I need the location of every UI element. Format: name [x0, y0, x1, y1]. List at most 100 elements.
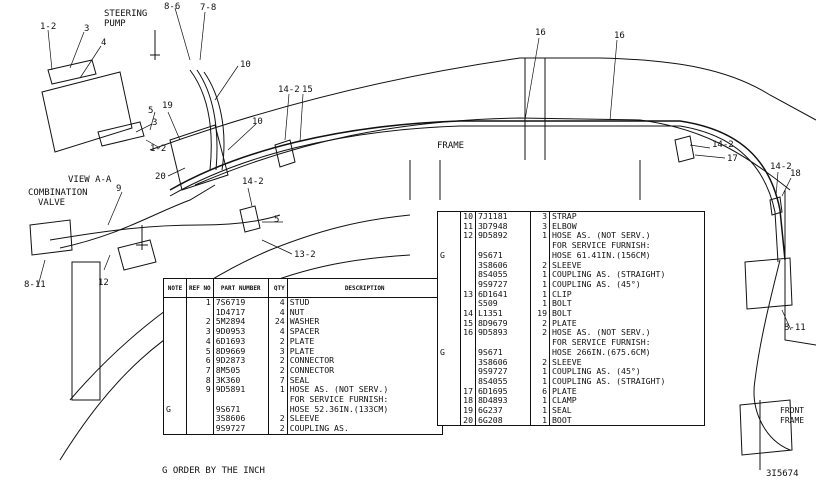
frame-outline-lower	[69, 214, 411, 401]
frame-right-edge	[759, 190, 816, 470]
leader-lines	[37, 7, 792, 331]
qty-cell: 1	[530, 405, 550, 416]
qty-cell: 1	[530, 415, 550, 426]
ref-cell	[460, 299, 476, 310]
qty-cell: 1	[530, 376, 550, 387]
ref-cell: 6	[186, 356, 214, 366]
order-footnote: G ORDER BY THE INCH	[162, 466, 265, 476]
callout: 8-6	[164, 2, 181, 12]
right-valve	[744, 257, 793, 310]
desc-cell: STUD	[289, 297, 310, 307]
note-cell	[164, 317, 187, 328]
qty-cell: 4	[268, 297, 288, 308]
qty-cell: 1	[530, 279, 550, 290]
part-cell: 1D4717	[213, 307, 269, 318]
desc-cell: COUPLING AS. (STRAIGHT)	[552, 269, 666, 280]
parts-table-left: NOTE REF NO PART NUMBER QTY DESCRIPTION …	[163, 278, 443, 435]
part-cell: 8D9669	[213, 346, 269, 357]
note-cell	[438, 212, 461, 222]
part-cell: 3S8606	[213, 414, 269, 425]
qty-cell	[530, 250, 550, 261]
desc-cell: HOSE AS. (NOT SERV.)	[552, 230, 651, 241]
part-cell: 9S9727	[475, 367, 531, 377]
desc-cell: HOSE 52.36IN.(133CM)	[289, 403, 389, 414]
note-cell	[438, 328, 461, 339]
note-cell	[438, 221, 461, 232]
part-cell: L1351	[475, 308, 531, 319]
note-cell	[164, 327, 187, 337]
note-cell	[164, 356, 187, 366]
note-cell	[438, 231, 461, 242]
part-cell: 9D2873	[213, 356, 269, 366]
desc-cell: BOLT	[552, 308, 572, 319]
qty-cell: 2	[268, 423, 288, 434]
desc-cell: CLIP	[552, 288, 572, 299]
part-cell: 9D5892	[475, 231, 531, 242]
callout: 13-2	[294, 250, 316, 260]
part-cell: 9D5891	[213, 385, 269, 396]
ref-cell	[186, 307, 214, 318]
desc-cell: HOSE AS. (NOT SERV.)	[289, 384, 389, 395]
callout: 3	[84, 24, 90, 34]
pump-flange-2	[97, 121, 145, 147]
part-cell: 8S4055	[475, 376, 531, 387]
view-label: VIEW A-A	[68, 175, 112, 185]
qty-cell: 1	[530, 299, 550, 310]
ref-cell: 18	[460, 396, 476, 407]
note-cell	[438, 279, 461, 290]
callout: 3	[152, 118, 158, 128]
header-qty: QTY	[268, 279, 288, 298]
qty-cell: 1	[530, 270, 550, 280]
note-cell	[164, 297, 187, 308]
part-cell: 9S671	[475, 250, 531, 261]
drawing-number: 3I5674	[766, 469, 799, 479]
ref-cell: 10	[460, 211, 476, 222]
plate-17	[674, 135, 695, 163]
desc-cell: SPACER	[289, 326, 320, 337]
ref-cell	[460, 260, 476, 271]
ref-cell: 11	[460, 221, 476, 232]
ref-cell	[460, 250, 476, 261]
header-ref: REF NO	[186, 279, 214, 298]
callout: 8-11	[784, 323, 806, 333]
desc-cell: COUPLING AS. (STRAIGHT)	[552, 375, 666, 386]
callout: 19	[162, 101, 173, 111]
part-cell: 8M505	[213, 365, 269, 376]
lower-fitting	[117, 239, 157, 271]
qty-cell: 7	[268, 375, 288, 386]
ref-cell: 17	[460, 386, 476, 397]
part-cell: 9D5893	[475, 328, 531, 339]
ref-cell: 13	[460, 289, 476, 300]
part-cell: 6D1693	[213, 336, 269, 347]
desc-cell: PLATE	[289, 335, 315, 346]
ref-cell: 15	[460, 318, 476, 329]
desc-cell: BOOT	[552, 414, 572, 425]
callout: 1-2	[40, 22, 57, 32]
note-cell	[438, 396, 461, 407]
part-cell: 7S6719	[213, 297, 269, 308]
ref-cell	[186, 424, 214, 434]
callout: 1-2	[150, 144, 167, 154]
note-cell: G	[438, 347, 461, 358]
part-cell: 9D0953	[213, 326, 269, 337]
callout: 8-11	[24, 280, 46, 290]
part-cell: 6G237	[475, 405, 531, 416]
note-cell	[164, 365, 187, 376]
qty-cell: 2	[268, 336, 288, 347]
note-cell	[164, 375, 187, 386]
ref-cell	[460, 367, 476, 377]
section-arrows	[136, 30, 160, 250]
frame-outline-upper	[149, 57, 816, 151]
desc-cell: HOSE AS. (NOT SERV.)	[552, 327, 651, 338]
